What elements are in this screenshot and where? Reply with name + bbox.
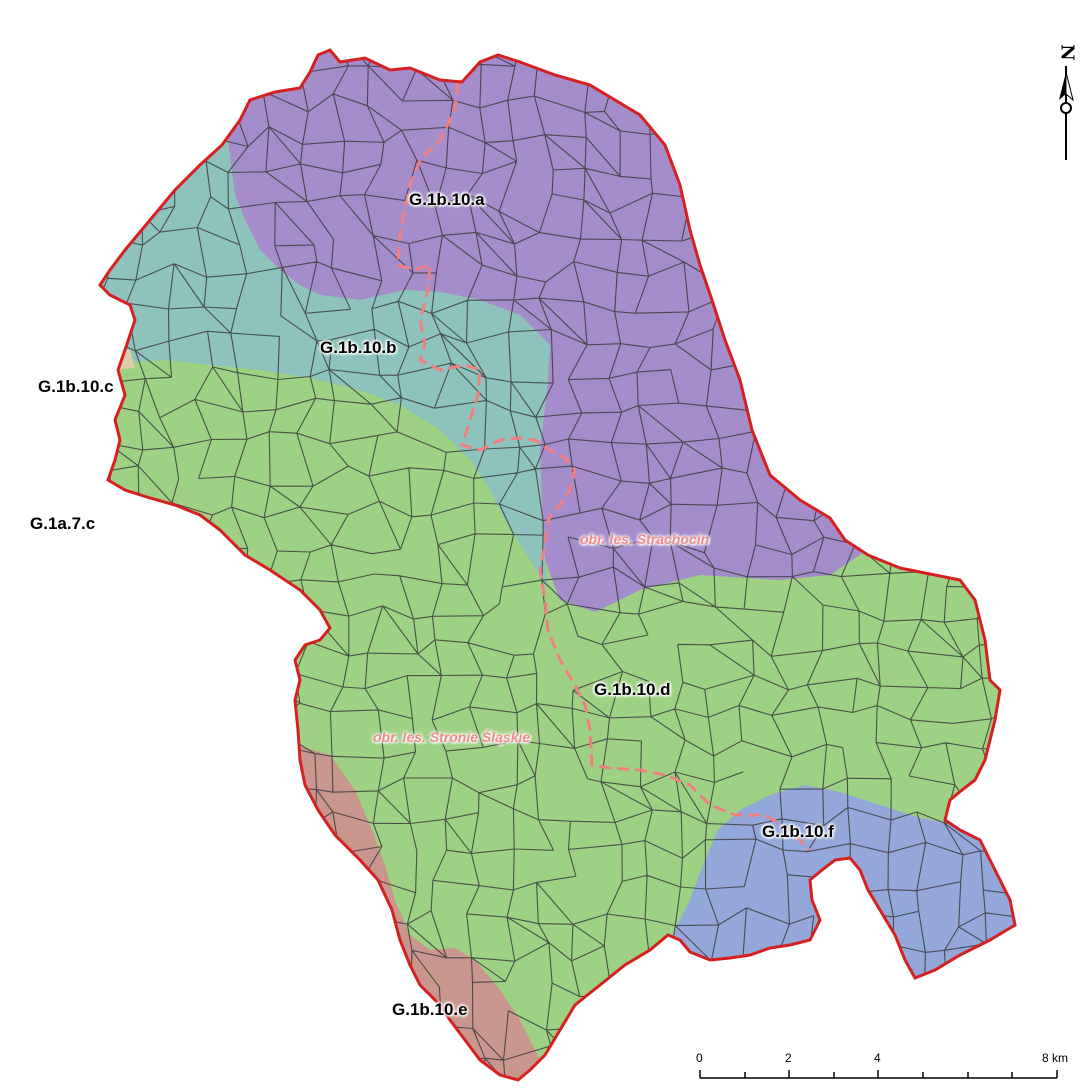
scale-tick-0: 0 bbox=[696, 1051, 703, 1065]
district-label-strachocin: obr. les. Strachocin bbox=[580, 531, 710, 547]
scale-tick-4: 4 bbox=[874, 1051, 881, 1065]
north-arrow-icon bbox=[1059, 66, 1074, 160]
scale-bar bbox=[699, 1070, 1058, 1079]
region-label-g1a7c: G.1a.7.c bbox=[30, 514, 96, 533]
region-label-g1b10d: G.1b.10.d bbox=[594, 680, 671, 699]
scale-tick-8km: 8 km bbox=[1042, 1051, 1069, 1065]
region-label-g1b10f: G.1b.10.f bbox=[762, 822, 834, 841]
region-label-g1b10e: G.1b.10.e bbox=[392, 1000, 468, 1019]
region-label-g1b10b: G.1b.10.b bbox=[320, 338, 397, 357]
region-fill-g1b10c bbox=[100, 350, 135, 380]
north-arrow: N bbox=[1055, 42, 1078, 162]
region-fill-g1b10b bbox=[100, 120, 550, 590]
scale-tick-2: 2 bbox=[785, 1051, 792, 1065]
district-label-stronie-slaskie: obr. les. Stronie Śląskie bbox=[373, 729, 531, 745]
territory-boundary bbox=[98, 48, 1017, 1082]
region-label-g1b10a: G.1b.10.a bbox=[409, 190, 485, 209]
region-label-g1b10c: G.1b.10.c bbox=[38, 377, 114, 396]
